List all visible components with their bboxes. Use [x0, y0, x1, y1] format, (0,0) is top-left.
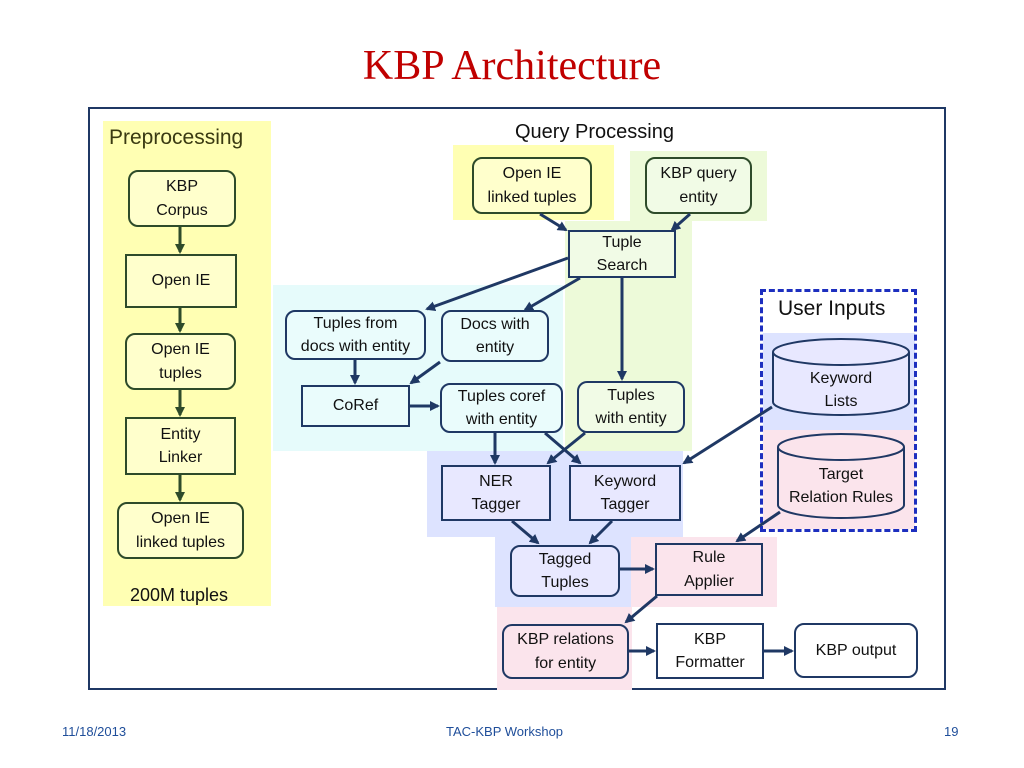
arrow-search-to-tuples-from-docs — [425, 256, 569, 311]
keyword-lists-label: Keyword Lists — [809, 369, 873, 410]
arrow-coref-tuples-to-keyword — [544, 431, 582, 465]
docs-with-entity-node: Docs with entity — [441, 310, 549, 362]
query-open-ie-linked-tuples-node: Open IE linked tuples — [472, 157, 592, 214]
open-ie-linked-tuples-node: Open IE linked tuples — [117, 502, 244, 559]
kbp-formatter-node: KBP Formatter — [656, 623, 764, 679]
tagged-tuples-node: Tagged Tuples — [510, 545, 620, 597]
kbp-output-node: KBP output — [794, 623, 918, 678]
target-relation-rules-label: Target Relation Rules — [788, 465, 894, 506]
footer-page-number: 19 — [944, 724, 959, 739]
query-arrows — [350, 212, 794, 656]
tuple-search-node: Tuple Search — [568, 230, 676, 278]
arrow-keywords-to-keyword-tagger — [682, 405, 773, 465]
preprocessing-heading: Preprocessing — [109, 126, 244, 149]
arrow-keyword-to-tagged — [588, 519, 614, 545]
arrow-docs-to-coref — [409, 360, 441, 385]
user-inputs-heading: User Inputs — [778, 297, 886, 320]
query-processing-heading: Query Processing — [515, 121, 674, 143]
arrow-applier-to-relations — [624, 594, 658, 624]
arrow-entity-to-search — [670, 212, 691, 232]
tuples-coref-node: Tuples coref with entity — [440, 383, 563, 433]
user-inputs-box — [760, 289, 917, 532]
kbp-corpus-node: KBP Corpus — [128, 170, 236, 227]
entity-linker-node: Entity Linker — [125, 417, 236, 475]
rule-applier-node: Rule Applier — [655, 543, 763, 596]
open-ie-node: Open IE — [125, 254, 237, 308]
keyword-lists-cylinder — [772, 338, 910, 416]
preprocessing-caption: 200M tuples — [130, 585, 229, 605]
footer-center: TAC-KBP Workshop — [446, 724, 564, 739]
keyword-tagger-node: Keyword Tagger — [569, 465, 681, 521]
arrow-linked-to-search — [539, 212, 568, 232]
ner-tagger-node: NER Tagger — [441, 465, 551, 521]
tuples-from-docs-node: Tuples from docs with entity — [285, 310, 426, 360]
coref-node: CoRef — [301, 385, 410, 427]
arrow-tuples-with-entity-to-ner — [546, 431, 586, 465]
kbp-relations-node: KBP relations for entity — [502, 624, 629, 679]
arrow-ner-to-tagged — [511, 519, 540, 545]
target-relation-rules-cylinder — [777, 433, 905, 519]
arrow-rules-to-applier — [735, 510, 781, 543]
tuples-with-entity-node: Tuples with entity — [577, 381, 685, 433]
open-ie-tuples-node: Open IE tuples — [125, 333, 236, 390]
kbp-query-entity-node: KBP query entity — [645, 157, 752, 214]
arrow-search-to-docs — [523, 276, 581, 312]
slide-title: KBP Architecture — [362, 43, 662, 89]
footer-date: 11/18/2013 — [62, 724, 127, 739]
